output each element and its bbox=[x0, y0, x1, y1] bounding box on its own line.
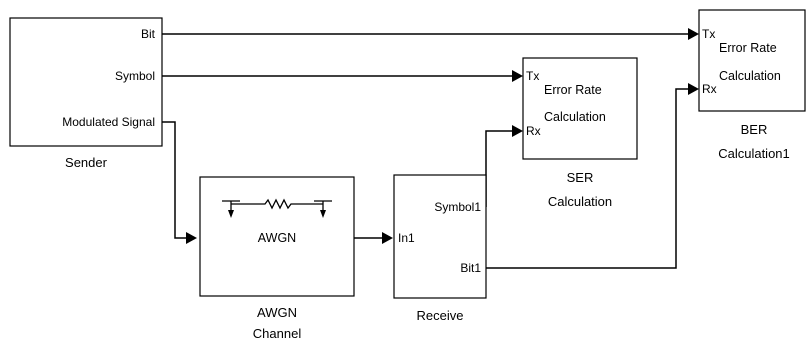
sender-block[interactable]: Bit Symbol Modulated Signal bbox=[9, 17, 163, 147]
ber-caption-line1: BER bbox=[741, 122, 768, 137]
ber-caption-line2: Calculation1 bbox=[718, 146, 790, 161]
receive-port-symbol1: Symbol1 bbox=[434, 200, 481, 214]
arrowhead-bit1 bbox=[688, 83, 699, 95]
signal-line-symbol1[interactable] bbox=[485, 130, 512, 207]
sender-caption: Sender bbox=[65, 155, 108, 170]
ser-port-rx: Rx bbox=[526, 124, 541, 138]
ber-port-rx: Rx bbox=[702, 82, 717, 96]
awgn-caption-line2: Channel bbox=[253, 326, 302, 341]
arrowhead-symbol bbox=[512, 70, 523, 82]
ber-title-line1: Error Rate bbox=[719, 41, 777, 55]
channel-noise-icon bbox=[222, 198, 332, 218]
signal-line-modulated[interactable] bbox=[162, 121, 186, 239]
arrowhead-symbol1 bbox=[512, 125, 523, 137]
ser-caption-line2: Calculation bbox=[548, 194, 612, 209]
arrowhead-modulated bbox=[186, 232, 197, 244]
sender-port-modulated-signal: Modulated Signal bbox=[62, 115, 155, 129]
awgn-channel-block[interactable]: AWGN bbox=[199, 176, 355, 297]
ser-title-line1: Error Rate bbox=[544, 83, 602, 97]
ser-port-tx: Tx bbox=[526, 69, 539, 83]
ber-port-tx: Tx bbox=[702, 27, 715, 41]
sender-port-bit: Bit bbox=[141, 27, 156, 41]
signal-line-bit1[interactable] bbox=[486, 88, 688, 269]
ber-title-line2: Calculation bbox=[719, 69, 781, 83]
awgn-label: AWGN bbox=[258, 231, 296, 245]
receive-block[interactable]: In1 Symbol1 Bit1 bbox=[393, 174, 487, 299]
sender-port-symbol: Symbol bbox=[115, 69, 155, 83]
ber-calculation-block[interactable]: Tx Rx Error Rate Calculation bbox=[698, 9, 806, 112]
arrowhead-bit bbox=[688, 28, 699, 40]
receive-port-bit1: Bit1 bbox=[460, 261, 481, 275]
receive-port-in1: In1 bbox=[398, 231, 415, 245]
ser-calculation-block[interactable]: Tx Rx Error Rate Calculation bbox=[522, 57, 638, 160]
arrowhead-awgn-out bbox=[382, 232, 393, 244]
receive-caption: Receive bbox=[417, 308, 464, 323]
ser-title-line2: Calculation bbox=[544, 110, 606, 124]
awgn-caption-line1: AWGN bbox=[257, 305, 297, 320]
ser-caption-line1: SER bbox=[567, 170, 594, 185]
